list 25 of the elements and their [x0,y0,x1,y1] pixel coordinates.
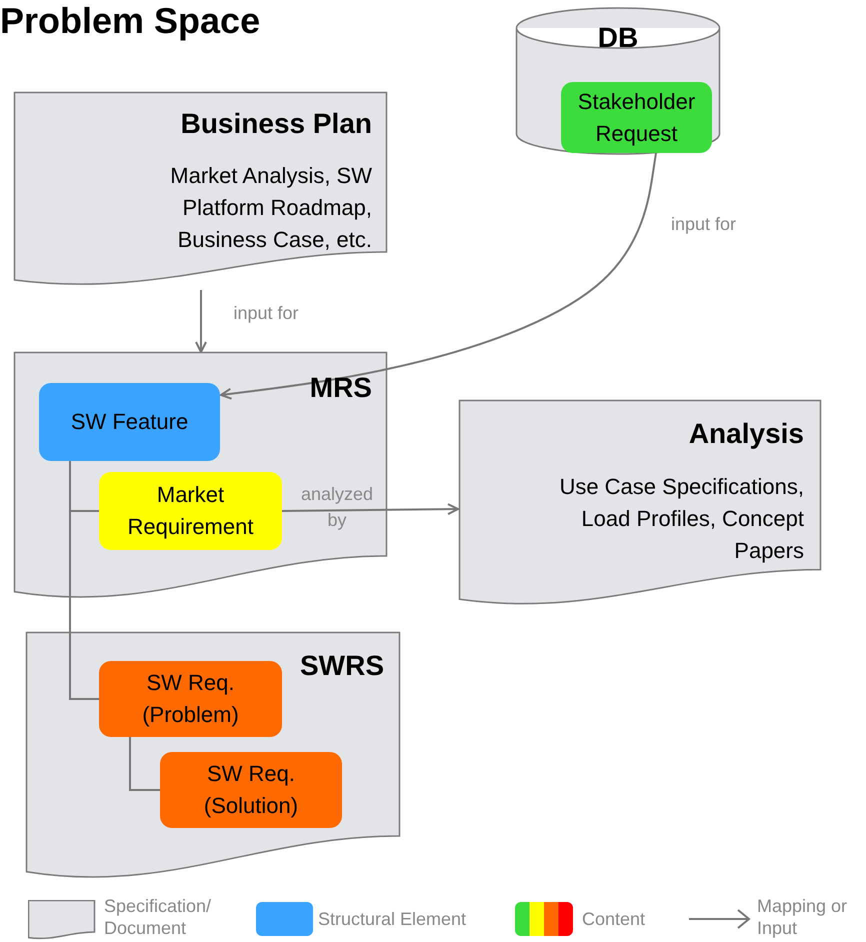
content-box: SW Req. (Solution) [160,752,342,828]
arrow [220,152,657,400]
edge-label: input for [670,213,738,236]
legend-label: Mapping or Input [757,895,848,939]
legend-label: Specification/ Document [104,895,212,939]
arrow [282,503,459,516]
database-cylinder [516,8,720,154]
document-body-text: Market Analysis, SW Platform Roadmap, Business Case, etc. [169,162,372,254]
connector-line [129,737,160,791]
document-body-text: Use Case Specifications, Load Profiles, Concept Papers [558,473,804,565]
document-heading: MRS [308,372,372,404]
structural-element-box: SW Feature [39,383,220,461]
edge-label: analyzed by [300,483,374,532]
document-heading: SWRS [299,650,384,682]
legend-label: Structural Element [318,908,468,930]
title: Problem Space [0,0,260,42]
arrow [195,290,207,353]
edge-label: input for [232,302,300,325]
legend-label: Content [582,908,646,930]
content-box: Market Requirement [99,472,282,550]
document-heading: Business Plan [180,108,372,140]
content-box: Stakeholder Request [561,82,712,153]
document-heading: DB [596,22,640,54]
content-box: SW Req. (Problem) [99,661,282,737]
document-heading: Analysis [688,418,804,450]
